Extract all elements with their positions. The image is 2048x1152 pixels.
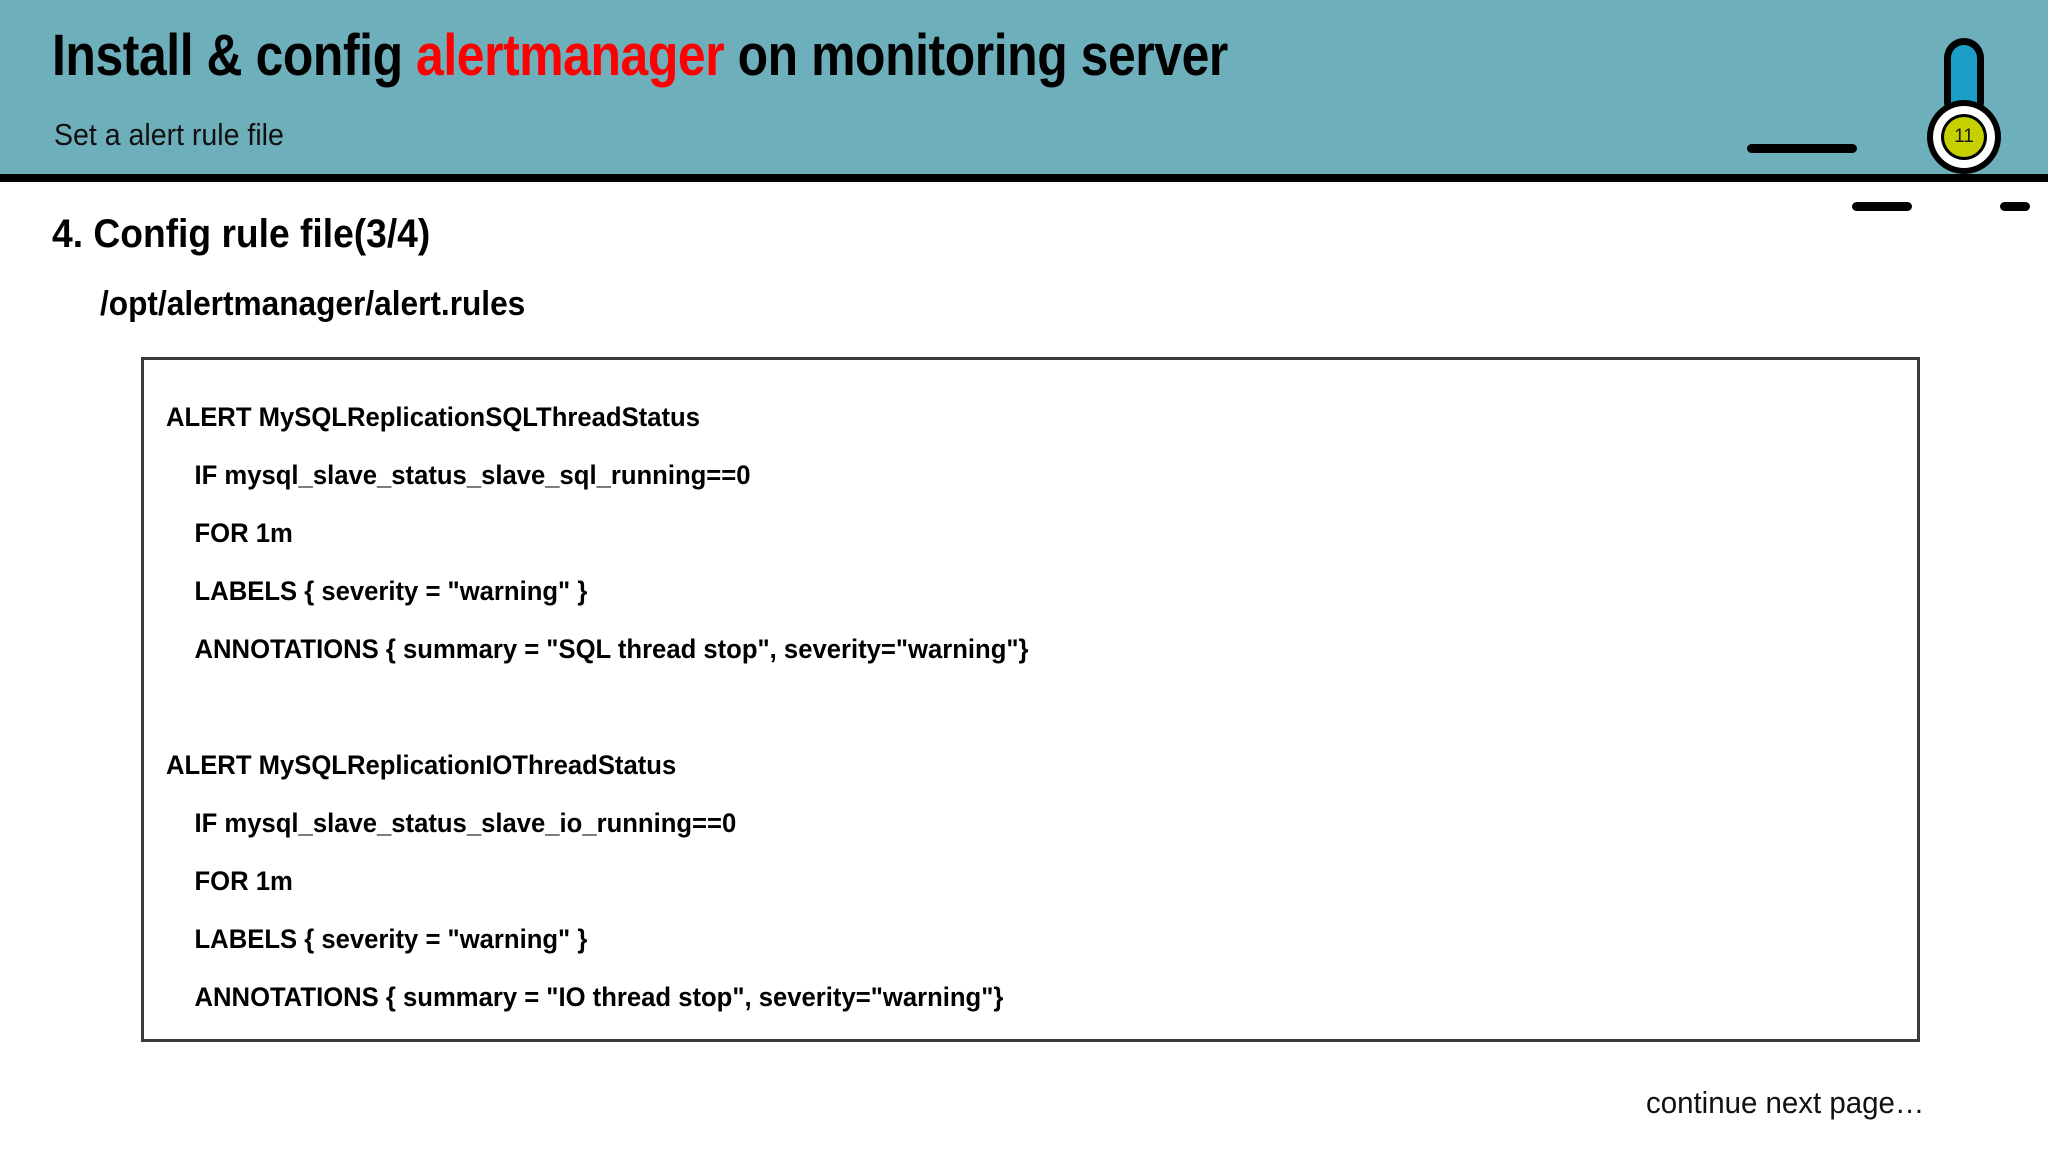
code-line: FOR 1m (194, 518, 293, 548)
page-marker-graphic: 11 (1747, 24, 2048, 224)
code-line: IF mysql_slave_status_slave_sql_running=… (194, 460, 751, 490)
code-line: IF mysql_slave_status_slave_io_running==… (194, 808, 737, 838)
page-title-accent: alertmanager (416, 23, 725, 88)
marker-dash-below-right-icon (2000, 202, 2030, 211)
code-line: ALERT MySQLReplicationSQLThreadStatus (166, 402, 700, 432)
code-line: LABELS { severity = "warning" } (194, 576, 588, 606)
file-path-label: /opt/alertmanager/alert.rules (100, 285, 526, 323)
alert-rules-code-box: ALERT MySQLReplicationSQLThreadStatus IF … (141, 357, 1920, 1042)
marker-dash-below-left-icon (1852, 202, 1912, 211)
page-title-suffix: on monitoring server (724, 23, 1229, 88)
code-line: LABELS { severity = "warning" } (194, 924, 588, 954)
page-number-badge: 11 (1944, 117, 1984, 157)
code-line: ANNOTATIONS { summary = "SQL thread stop… (194, 634, 1029, 664)
code-line-list: ALERT MySQLReplicationSQLThreadStatus IF … (166, 388, 1905, 1026)
header-band (0, 0, 2048, 174)
code-line-blank (166, 678, 1818, 736)
code-line: ANNOTATIONS { summary = "IO thread stop"… (194, 982, 1004, 1012)
section-heading: 4. Config rule file(3/4) (52, 212, 431, 256)
page-title-prefix: Install & config (52, 23, 417, 88)
header-divider-rule (0, 174, 2048, 182)
marker-dash-left-icon (1747, 144, 1857, 153)
code-line: FOR 1m (194, 866, 293, 896)
page-subtitle: Set a alert rule file (54, 117, 284, 152)
code-line: ALERT MySQLReplicationIOThreadStatus (166, 750, 677, 780)
continue-next-page-note: continue next page… (1646, 1085, 1925, 1120)
page-title: Install & config alertmanager on monitor… (52, 22, 1228, 89)
